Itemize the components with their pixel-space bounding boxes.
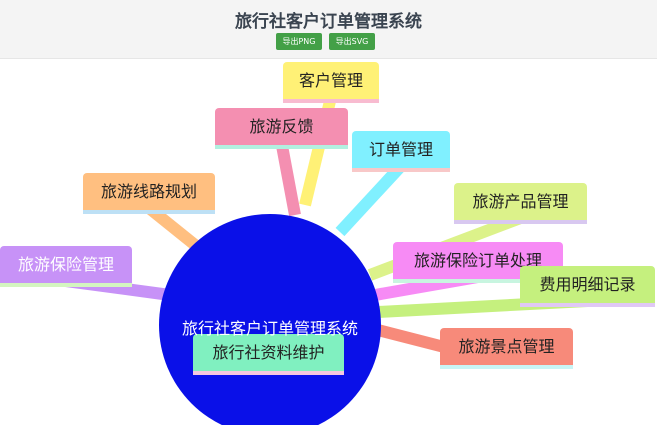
export-svg-button[interactable]: 导出SVG [329,33,375,50]
link-2 [335,161,406,237]
mindmap-node[interactable]: 旅行社资料维护 [193,334,344,375]
mindmap-node[interactable]: 旅游线路规划 [83,173,215,214]
root-node-label: 旅行社客户订单管理系统 [181,319,358,338]
mindmap-node[interactable]: 订单管理 [352,131,450,172]
mindmap-node[interactable]: 旅游反馈 [215,108,348,149]
page-title: 旅行社客户订单管理系统 [235,12,422,32]
mindmap-node[interactable]: 旅游产品管理 [454,183,587,224]
mindmap-node[interactable]: 旅游景点管理 [440,328,573,369]
link-3 [145,203,199,250]
link-1 [275,141,301,217]
mindmap-node[interactable]: 费用明细记录 [520,266,655,307]
mindmap-node[interactable]: 旅游保险管理 [0,246,132,287]
header: 旅行社客户订单管理系统 导出PNG 导出SVG [0,0,657,59]
mindmap-node[interactable]: 客户管理 [283,62,379,103]
export-png-button[interactable]: 导出PNG [276,33,322,50]
